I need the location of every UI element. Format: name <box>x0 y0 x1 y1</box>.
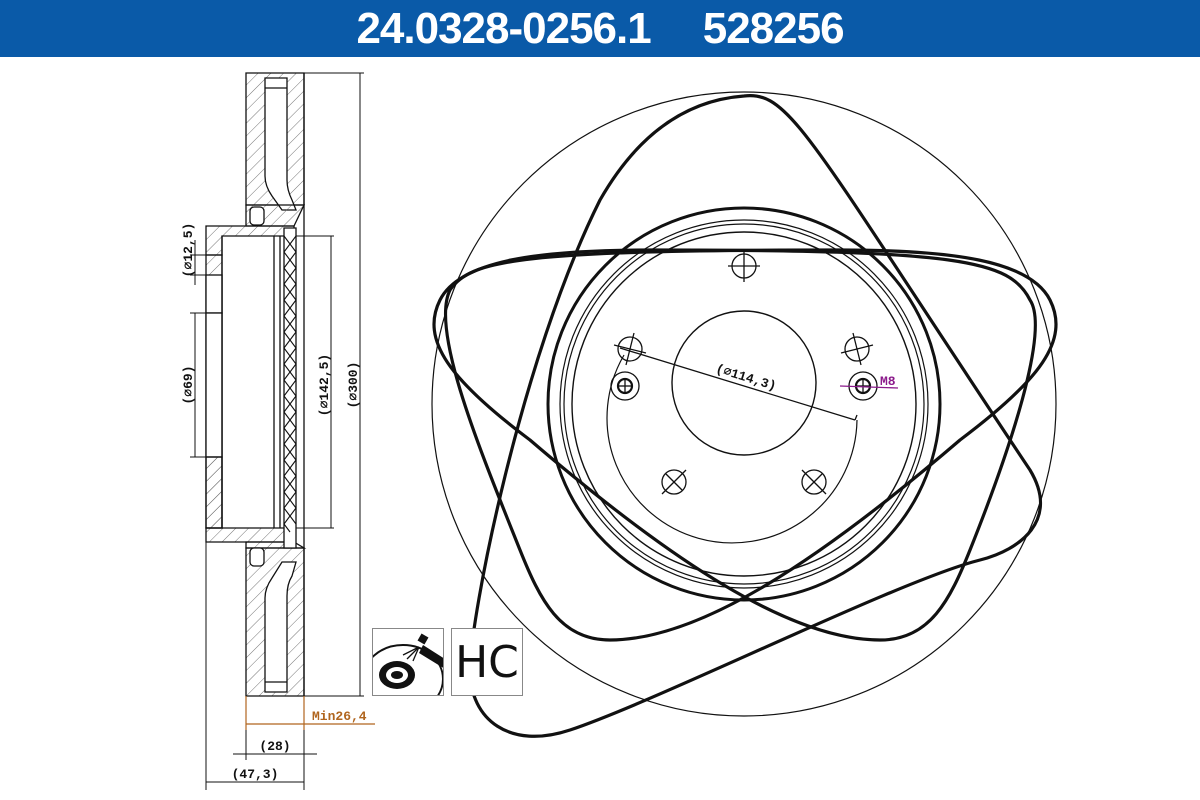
bolt-hole-top <box>728 250 760 282</box>
section-view <box>205 72 307 697</box>
threaded-hole-left <box>610 371 640 401</box>
section-dimensions <box>190 72 364 790</box>
bolt-hole-diameter-label: (⌀12,5) <box>181 223 196 278</box>
hc-label: HC <box>455 636 519 688</box>
article-number: 528256 <box>702 3 845 53</box>
pitch-circle-label: (⌀114,3) <box>714 361 778 394</box>
disc-diameter-label: (⌀300) <box>346 362 361 409</box>
thread-label: M8 <box>880 374 896 389</box>
bolt-holes <box>610 250 878 495</box>
front-view <box>431 91 1058 738</box>
coating-badge <box>362 628 445 714</box>
bolt-hole-upper-left <box>613 332 647 366</box>
min-thickness-label: Min26,4 <box>312 709 367 724</box>
hc-badge: HC <box>451 628 523 696</box>
total-height-label: (47,3) <box>232 767 279 782</box>
min-thickness-dimension <box>245 696 375 730</box>
disc-thickness-label: (28) <box>259 739 290 754</box>
bolt-hole-lower-right <box>801 469 827 495</box>
center-bore-diameter-label: (⌀69) <box>181 365 196 404</box>
thread-callout <box>839 385 899 389</box>
hat-diameter-label: (⌀142,5) <box>317 354 332 416</box>
part-number: 24.0328-0256.1 <box>356 3 651 53</box>
title-bar: 24.0328-0256.1 528256 <box>0 0 1200 57</box>
bolt-hole-upper-right <box>840 332 874 366</box>
spray-coating-icon <box>362 633 445 714</box>
bolt-hole-lower-left <box>661 469 687 495</box>
